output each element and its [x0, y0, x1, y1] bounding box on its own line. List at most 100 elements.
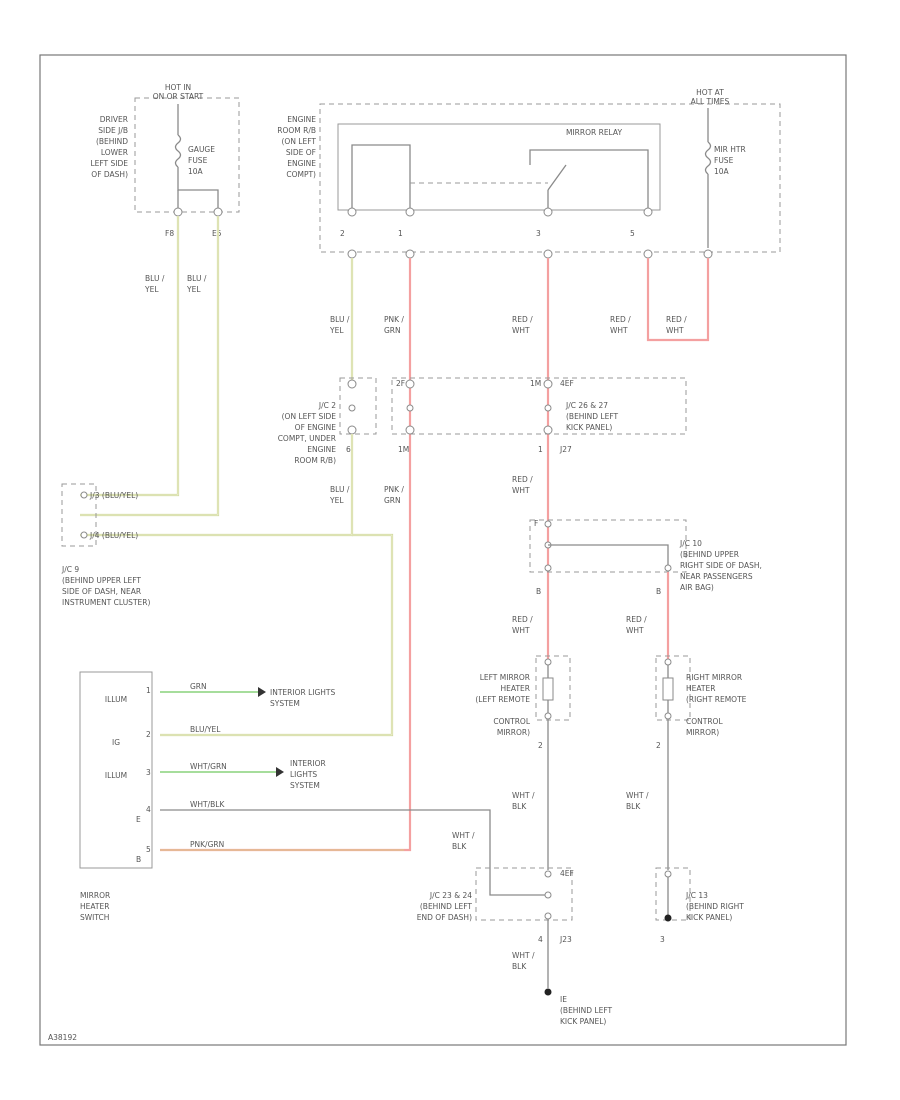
wire-label-red-wht-d-1: RED / — [666, 315, 687, 324]
jc13-label-3: KICK PANEL) — [686, 913, 732, 922]
switch-term-illum1: ILLUM — [105, 695, 127, 704]
wire-label-wht-blk-a-2: BLK — [512, 802, 527, 811]
left-mirror-label-3: (LEFT REMOTE — [475, 695, 530, 704]
mir-htr-fuse-2: FUSE — [714, 156, 734, 165]
wire-label-blu-yel-d-1: BLU / — [330, 485, 350, 494]
jc-pin-4ef: 4EF — [560, 379, 574, 388]
jc26-label-1: J/C 26 & 27 — [565, 401, 608, 410]
pin-e5: E5 — [212, 229, 222, 238]
switch-pin-5: 5 — [146, 845, 151, 854]
driver-jb-outline — [134, 97, 240, 213]
left-mirror-outline — [535, 655, 571, 721]
jc2-outline — [339, 377, 377, 435]
right-mirror-outline — [655, 655, 691, 721]
jc2-pin-right: 1M — [398, 445, 409, 454]
switch-label-2: HEATER — [80, 902, 109, 911]
jc23-pin-top: 4EF — [560, 869, 574, 878]
dest1-line2: SYSTEM — [270, 699, 300, 708]
connector-e5 — [213, 207, 223, 217]
jc23-junction: 4EF J/C 23 & 24 (BEHIND LEFT END OF DASH… — [417, 867, 574, 944]
switch-wire-whtgrn: WHT/GRN — [190, 762, 227, 771]
gauge-fuse-1: GAUGE — [188, 145, 215, 154]
jc23-outline — [475, 867, 573, 921]
left-mirror-heater: LEFT MIRROR HEATER (LEFT REMOTE CONTROL … — [475, 655, 571, 750]
relay-pin-1: 1 — [398, 229, 403, 238]
relay-connector-5 — [643, 207, 653, 217]
dest1-line1: INTERIOR LIGHTS — [270, 688, 335, 697]
jc23-label-3: END OF DASH) — [417, 913, 472, 922]
wire-label-blu-yel-a-2: YEL — [144, 285, 159, 294]
jc23-pin-a: 4 — [538, 935, 543, 944]
jc26-outline — [391, 377, 687, 435]
jc10-label-3: RIGHT SIDE OF DASH, — [680, 561, 762, 570]
left-mirror-pin: 2 — [538, 741, 543, 750]
wire-label-red-wht-a-1: RED / — [512, 315, 533, 324]
relay-connector-2 — [347, 207, 357, 217]
right-mirror-label-2: HEATER — [686, 684, 715, 693]
jc2-junction: 2F 1M 4EF J/C 2 (ON LEFT SIDE OF ENGINE … — [278, 377, 687, 465]
wire-label-red-wht-b-1: RED / — [610, 315, 631, 324]
left-mirror-label-1: LEFT MIRROR — [480, 673, 530, 682]
left-mirror-label-2: HEATER — [501, 684, 530, 693]
wire-label-wht-blk-b-2: BLK — [626, 802, 641, 811]
jc23-label-1: J/C 23 & 24 — [429, 891, 472, 900]
wire-label-pnk-grn-b-1: PNK / — [384, 485, 404, 494]
jc13-label-1: J/C 13 — [685, 891, 708, 900]
jc13-junction: J/C 13 (BEHIND RIGHT KICK PANEL) 3 — [655, 867, 744, 944]
relay-connector-3 — [543, 207, 553, 217]
wire-wht-blk-switch — [160, 809, 548, 896]
left-mirror-label-5: MIRROR) — [497, 728, 530, 737]
rb-location-2: ROOM R/B — [277, 126, 316, 135]
connector-f8 — [173, 207, 183, 217]
jc9-label-4: INSTRUMENT CLUSTER) — [62, 598, 150, 607]
jb-location-6: OF DASH) — [91, 170, 128, 179]
switch-pin-3: 3 — [146, 768, 151, 777]
jc23-label-2: (BEHIND LEFT — [420, 902, 473, 911]
jc2-label-5: ENGINE — [307, 445, 336, 454]
jc2-label-4: COMPT, UNDER — [278, 434, 336, 443]
switch-term-ig: IG — [112, 738, 120, 747]
gauge-fuse-3: 10A — [188, 167, 204, 176]
ground-label-3: KICK PANEL) — [560, 1017, 606, 1026]
jc9-label-3: SIDE OF DASH, NEAR — [62, 587, 141, 596]
diagram-frame — [39, 54, 847, 1046]
hot-label-line2: ON OR START — [153, 92, 204, 101]
driver-junction-block: HOT IN ON OR START DRIVER SIDE J/B (BEHI… — [90, 83, 240, 238]
switch-label-1: MIRROR — [80, 891, 110, 900]
wire-label-pnk-grn-b-2: GRN — [384, 496, 401, 505]
jc10-junction: F B B J/C 10 (BEHIND UPPER RIGHT SIDE OF… — [529, 519, 762, 596]
ground-label-2: (BEHIND LEFT — [560, 1006, 613, 1015]
jc2-label-1: J/C 2 — [318, 401, 336, 410]
wire-label-blu-yel-d-2: YEL — [329, 496, 344, 505]
switch-pin-1: 1 — [146, 686, 151, 695]
right-mirror-label-1: RIGHT MIRROR — [686, 673, 742, 682]
gauge-fuse-symbol — [174, 134, 182, 168]
wire-label-blu-yel-a-1: BLU / — [145, 274, 165, 283]
wire-label-red-wht-f-2: WHT — [512, 626, 530, 635]
jc2-label-2: (ON LEFT SIDE — [282, 412, 337, 421]
jc13-pin: 3 — [660, 935, 665, 944]
jc10-pin-right: B — [656, 587, 661, 596]
dest2-line3: SYSTEM — [290, 781, 320, 790]
arrow-interior-lights-1 — [258, 687, 266, 697]
mirror-relay-label: MIRROR RELAY — [566, 128, 622, 137]
wire-label-red-wht-d-2: WHT — [666, 326, 684, 335]
jc13-outline — [655, 867, 691, 921]
switch-wire-grn: GRN — [190, 682, 207, 691]
rb-location-4: SIDE OF — [286, 148, 316, 157]
jc9-tag-top: J/3 (BLU/YEL) — [89, 491, 138, 500]
switch-pin-4: 4 — [146, 805, 151, 814]
right-mirror-heater: RIGHT MIRROR HEATER (RIGHT REMOTE CONTRO… — [655, 655, 747, 750]
mir-htr-fuse-1: MIR HTR — [714, 145, 746, 154]
jc9-outline — [61, 483, 97, 547]
right-mirror-label-3: (RIGHT REMOTE — [686, 695, 747, 704]
right-heater-element — [662, 677, 674, 701]
switch-wire-pnkgrn: PNK/GRN — [190, 840, 224, 849]
jc10-pin-left: B — [536, 587, 541, 596]
wire-label-wht-blk-c-1: WHT / — [452, 831, 475, 840]
jc10-label-2: (BEHIND UPPER — [680, 550, 739, 559]
rb-location-6: COMPT) — [286, 170, 316, 179]
dest2-line1: INTERIOR — [290, 759, 326, 768]
jb-location-1: DRIVER — [100, 115, 128, 124]
